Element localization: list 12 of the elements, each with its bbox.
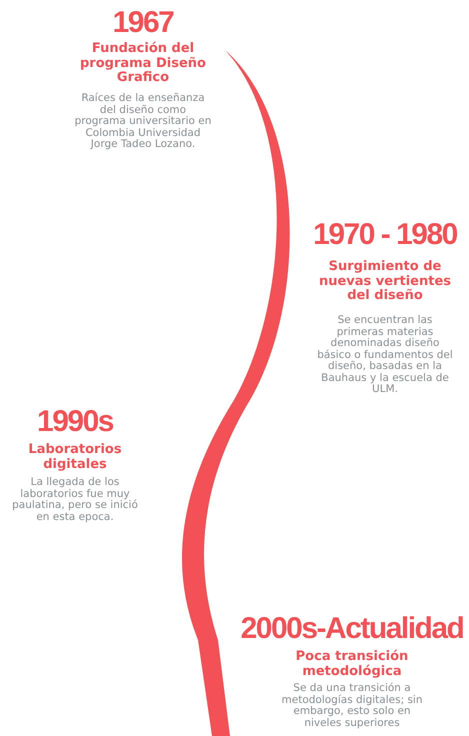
event-title: Fundación del programa Diseño Grafico xyxy=(79,42,207,86)
event-title: Poca transición metodológica xyxy=(294,650,410,679)
year-heading: 1970 - 1980 xyxy=(312,218,458,252)
year-heading: 2000s-Actualidad xyxy=(240,612,464,646)
year-heading: 1990s xyxy=(36,405,114,439)
year-heading: 1967 xyxy=(112,6,174,40)
event-description: Se encuentran las primeras materias denominadas diseño básico o fundamentos del diseño, basadas en la Bauhaus y la escuela de ULM. xyxy=(316,315,454,396)
event-description: Raíces de la enseñanza del diseño como programa universitario en Colombia Universidad Jorge Tadeo Lozano. xyxy=(74,93,212,150)
event-description: Se da una transición a metodologías digitales; sin embargo, esto solo en niveles superiores xyxy=(280,683,424,729)
event-title: Laboratorios digitales xyxy=(27,443,123,472)
event-title: Surgimiento de nuevas vertientes del diseño xyxy=(318,260,452,304)
event-description: La llegada de los laboratorios fue muy paulatina, pero se inició en esta epoca. xyxy=(11,477,139,523)
